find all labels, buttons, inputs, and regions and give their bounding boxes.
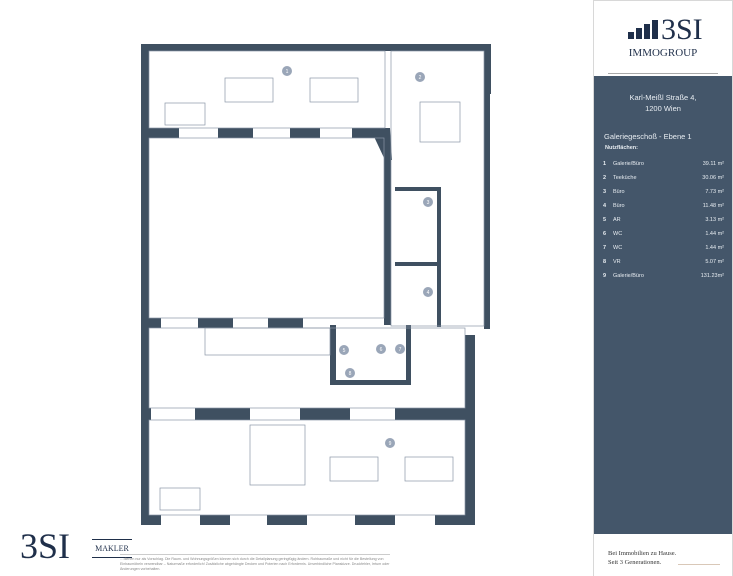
room-marker-label: 4 xyxy=(427,290,430,296)
room-marker-2 xyxy=(415,72,425,82)
address: Karl-Meißl Straße 4, 1200 Wien xyxy=(594,92,732,114)
room-name: Büro xyxy=(613,189,625,195)
divider xyxy=(678,564,720,565)
areas-label: Nutzflächen: xyxy=(605,145,638,151)
room-marker-1 xyxy=(282,66,292,76)
room-no: 7 xyxy=(603,245,607,251)
walls xyxy=(141,44,491,525)
makler-brand: 3SI xyxy=(20,526,71,566)
footer-slogan: Bei Immobilien zu Hause. Seit 3 Generati… xyxy=(594,534,732,576)
room-name: WC xyxy=(613,245,623,251)
room-marker-3 xyxy=(423,197,433,207)
slogan-line-1: Bei Immobilien zu Hause. xyxy=(608,550,677,557)
room-name: WC xyxy=(613,231,623,237)
room-name: Büro xyxy=(613,203,625,209)
address-line-1: Karl-Meißl Straße 4, xyxy=(629,93,697,102)
room-marker-label: 6 xyxy=(380,347,383,353)
room-row: 4 Büro 11.48 m² xyxy=(603,199,724,213)
room-no: 6 xyxy=(603,231,607,237)
room-row: 8 VR 5.07 m² xyxy=(603,255,724,269)
room-no: 1 xyxy=(603,161,607,167)
address-line-2: 1200 Wien xyxy=(645,104,681,113)
slogan-line-2: Seit 3 Generationen. xyxy=(608,559,662,566)
room-name: Teeküche xyxy=(613,175,637,181)
room-area: 131.23m² xyxy=(700,273,724,279)
room-marker-label: 1 xyxy=(286,69,289,75)
makler-label: MAKLER xyxy=(92,539,132,558)
room-row: 2 Teeküche 30.06 m² xyxy=(603,171,724,185)
room-marker-label: 5 xyxy=(343,348,346,354)
room-area: 7.73 m² xyxy=(705,189,724,195)
furniture-lines xyxy=(148,50,485,516)
section-title: Galeriegeschoß - Ebene 1 xyxy=(604,132,692,141)
room-no: 2 xyxy=(603,175,607,181)
room-no: 8 xyxy=(603,259,607,265)
room-area: 30.06 m² xyxy=(702,175,724,181)
room-no: 5 xyxy=(603,217,607,223)
room-name: VR xyxy=(613,259,621,265)
room-area: 1.44 m² xyxy=(705,245,724,251)
room-name: Galerie/Büro xyxy=(613,161,644,167)
room-no: 3 xyxy=(603,189,607,195)
room-no: 4 xyxy=(603,203,607,209)
room-name: AR xyxy=(613,217,621,223)
room-marker-7 xyxy=(395,344,405,354)
room-marker-6 xyxy=(376,344,386,354)
room-area: 39.11 m² xyxy=(702,161,724,167)
room-marker-5 xyxy=(339,345,349,355)
room-area: 1.44 m² xyxy=(705,231,724,237)
disclaimer: …dienen nur als Vorschlag. Die Raum- und… xyxy=(120,554,390,572)
room-marker-label: 2 xyxy=(419,75,422,81)
room-marker-label: 3 xyxy=(427,200,430,206)
room-marker-9 xyxy=(385,438,395,448)
room-area: 11.48 m² xyxy=(702,203,724,209)
info-panel: 3SI IMMOGROUP Karl-Meißl Straße 4, 1200 … xyxy=(593,0,733,576)
room-marker-label: 8 xyxy=(349,371,352,377)
room-marker-4 xyxy=(423,287,433,297)
bar-chart-logo-icon xyxy=(628,20,658,39)
room-marker-8 xyxy=(345,368,355,378)
room-marker-label: 7 xyxy=(399,347,402,353)
room-no: 9 xyxy=(603,273,607,279)
logo-brand: 3SI xyxy=(661,13,703,46)
room-row: 3 Büro 7.73 m² xyxy=(603,185,724,199)
room-area: 5.07 m² xyxy=(705,259,724,265)
logo-subtitle: IMMOGROUP xyxy=(628,47,698,59)
room-markers xyxy=(282,66,433,448)
room-row: 9 Galerie/Büro 131.23m² xyxy=(603,269,724,283)
room-row: 1 Galerie/Büro 39.11 m² xyxy=(603,157,724,171)
room-row: 7 WC 1.44 m² xyxy=(603,241,724,255)
room-row: 6 WC 1.44 m² xyxy=(603,227,724,241)
floor-plan: 1 2 3 4 5 6 7 8 9 xyxy=(141,44,491,525)
room-area: 3.13 m² xyxy=(705,217,724,223)
room-name: Galerie/Büro xyxy=(613,273,644,279)
room-marker-label: 9 xyxy=(389,441,392,447)
details-box: Karl-Meißl Straße 4, 1200 Wien Galeriege… xyxy=(594,76,732,534)
divider xyxy=(608,73,718,74)
room-row: 5 AR 3.13 m² xyxy=(603,213,724,227)
company-logo: 3SI IMMOGROUP xyxy=(594,1,732,75)
